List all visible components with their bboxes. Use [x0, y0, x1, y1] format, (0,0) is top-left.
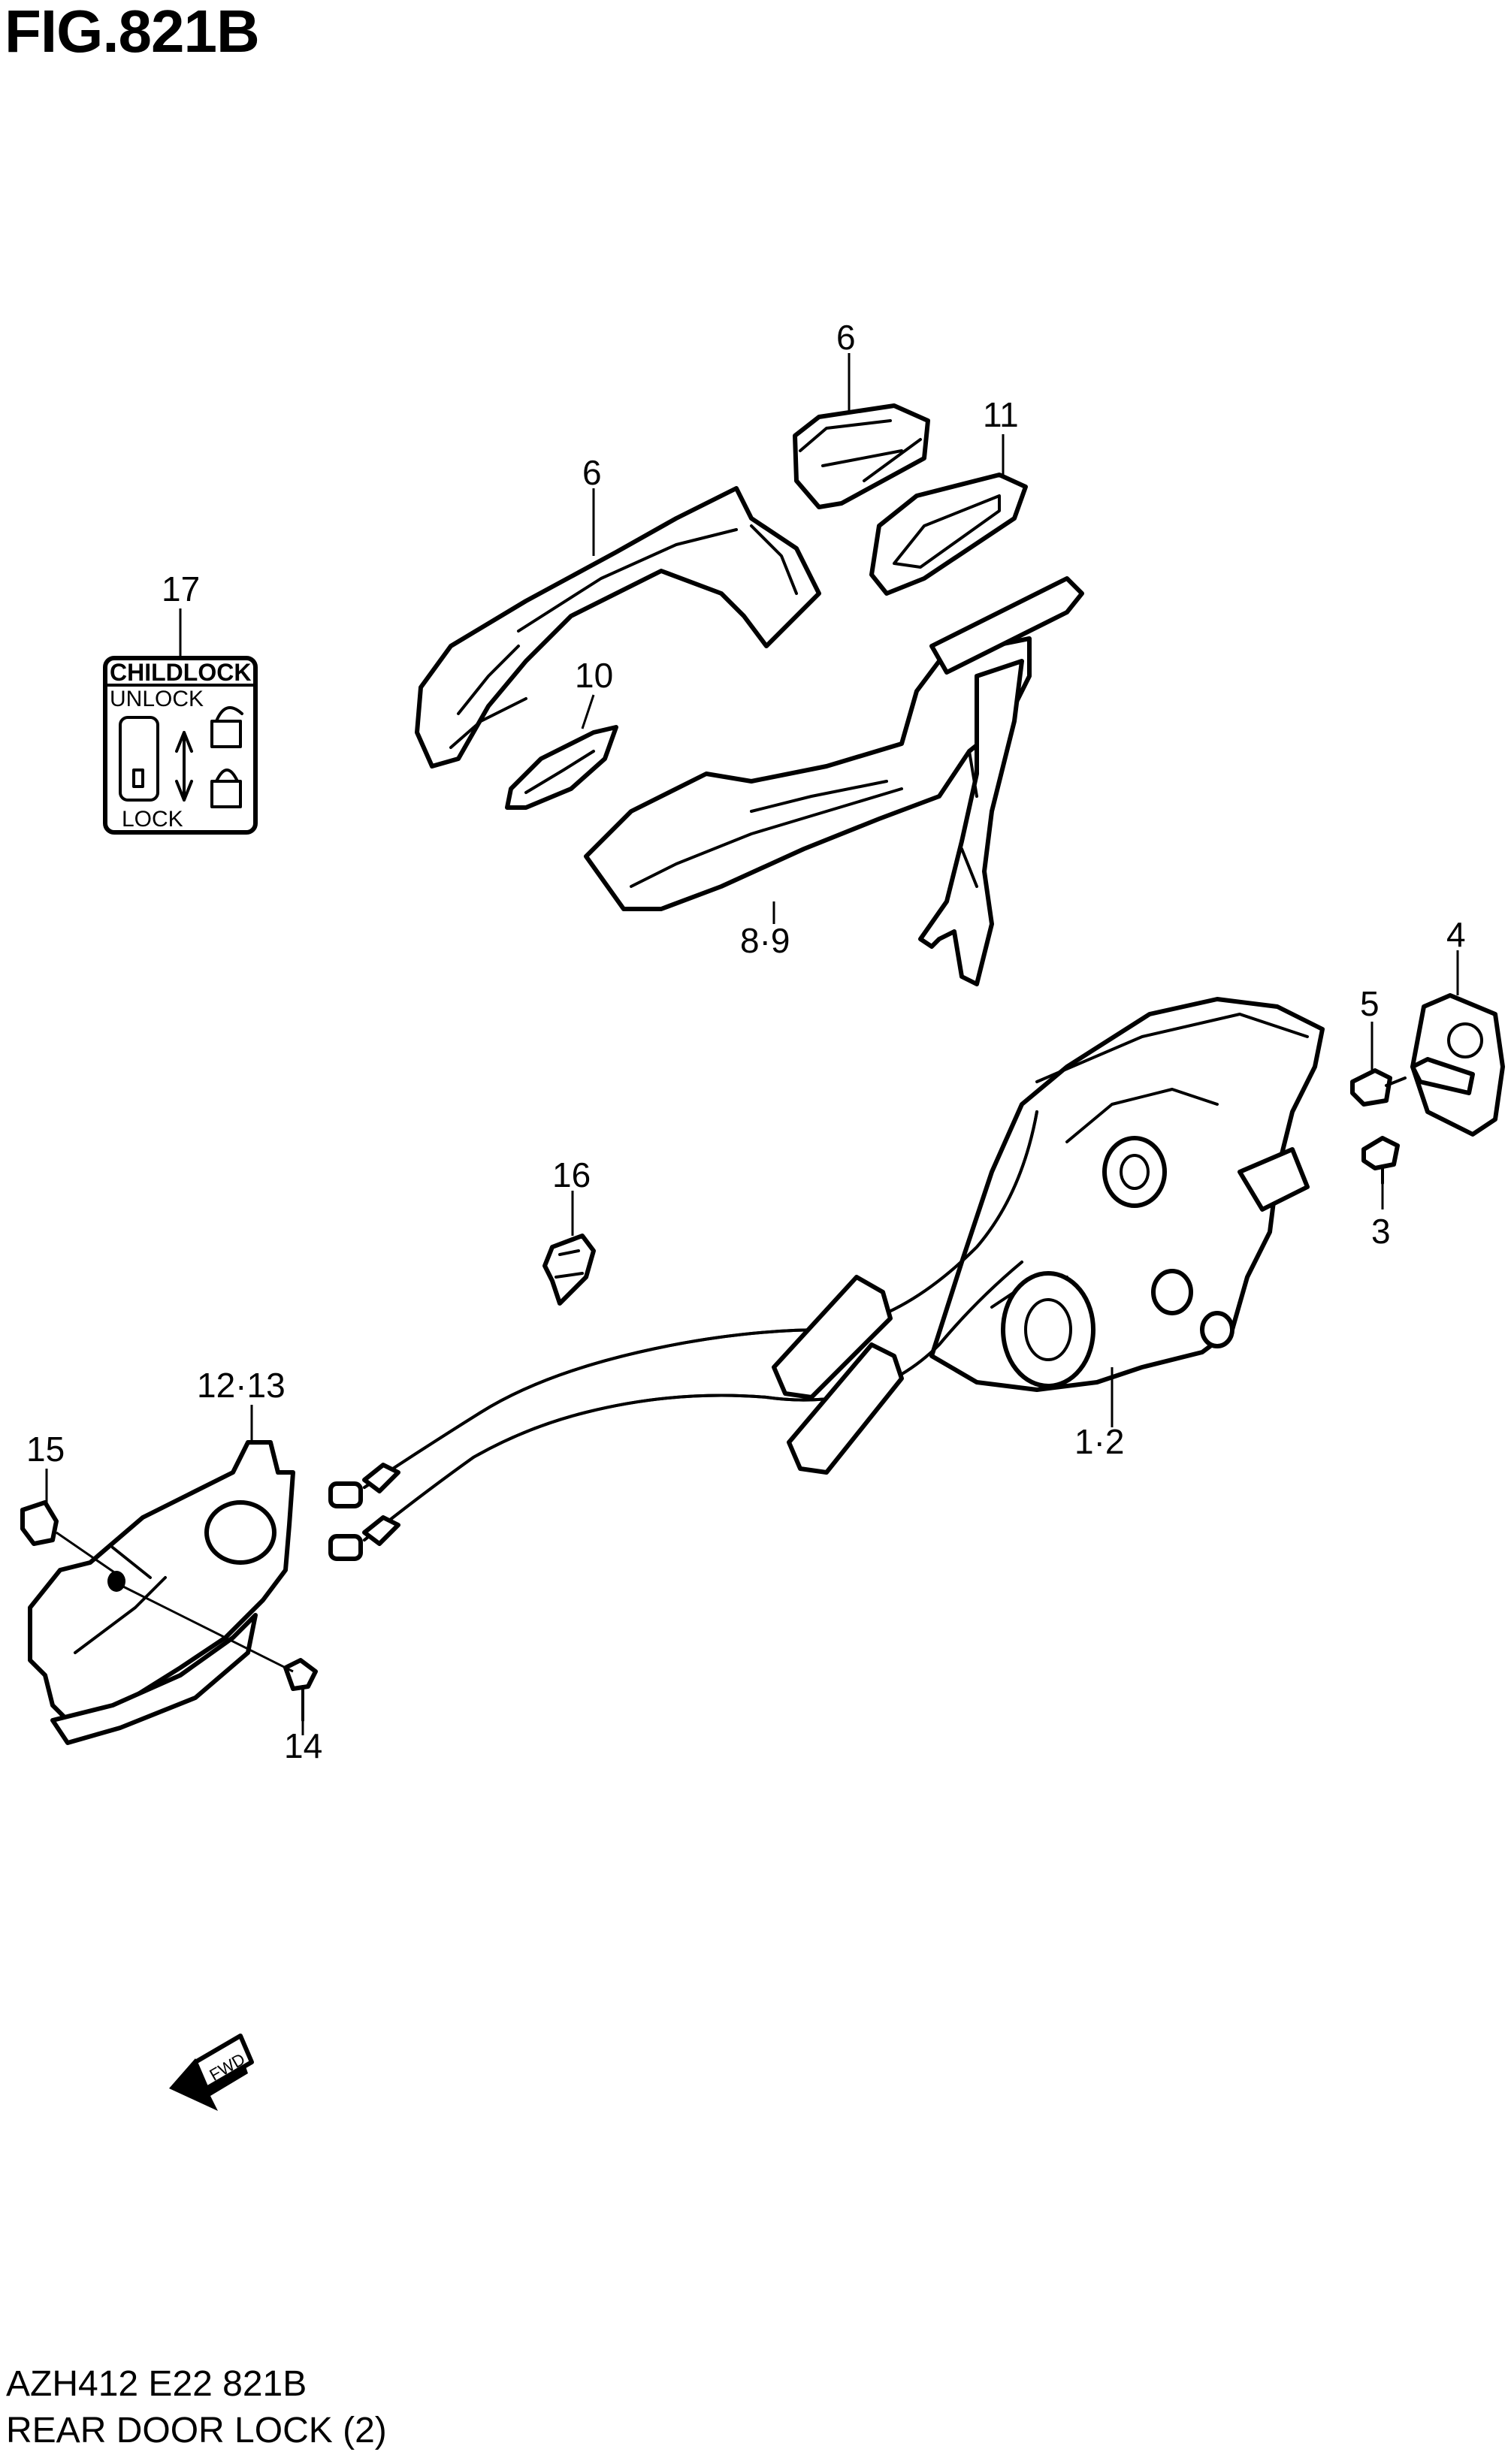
part-1-2-lock-actuator: [929, 997, 1325, 1392]
figure-title: FIG.821B: [5, 0, 260, 65]
part-14-screw: [283, 1658, 318, 1722]
part-6-outer-handle: [415, 486, 821, 768]
cable-assembly: [328, 1110, 1038, 1561]
fwd-arrow: FWD: [169, 2034, 254, 2111]
callout-7: 6: [836, 318, 856, 357]
callout-6: 6: [582, 453, 602, 492]
part-10-cover: [505, 725, 618, 810]
part-7-handle-cap: [793, 403, 930, 509]
part-11-gasket: [869, 473, 1028, 596]
child-lock-unlock-text: UNLOCK: [110, 687, 204, 711]
child-lock-lock-text: LOCK: [122, 807, 183, 832]
part-15-clip: [20, 1500, 59, 1546]
callout-4: 4: [1446, 915, 1466, 954]
part-17-child-lock-label: CHILDLOCK UNLOCK LOCK: [103, 656, 258, 835]
callout-10: 10: [575, 656, 613, 695]
callout-17: 17: [162, 569, 200, 608]
figure-name: REAR DOOR LOCK (2): [6, 2411, 387, 2450]
part-12-13-inner-handle: [28, 1440, 295, 1745]
callout-14: 14: [284, 1726, 322, 1765]
callout-15: 15: [26, 1430, 65, 1469]
part-4-striker: [1410, 993, 1505, 1137]
callout-5: 5: [1360, 984, 1380, 1023]
callout-16: 16: [552, 1155, 591, 1194]
callout-8-9: 8·9: [740, 921, 790, 960]
part-3-bolt: [1361, 1136, 1400, 1185]
callout-11: 11: [983, 395, 1019, 434]
part-16-clip: [542, 1234, 596, 1306]
callout-1-2: 1·2: [1074, 1422, 1124, 1461]
part-8-9-handle-frame: [584, 576, 1084, 986]
callout-12-13: 12·13: [197, 1366, 286, 1405]
child-lock-title: CHILDLOCK: [110, 659, 251, 686]
figure-code: AZH412 E22 821B: [6, 2364, 307, 2404]
part-5-bolt: [1350, 1068, 1407, 1107]
callout-3: 3: [1371, 1212, 1391, 1251]
